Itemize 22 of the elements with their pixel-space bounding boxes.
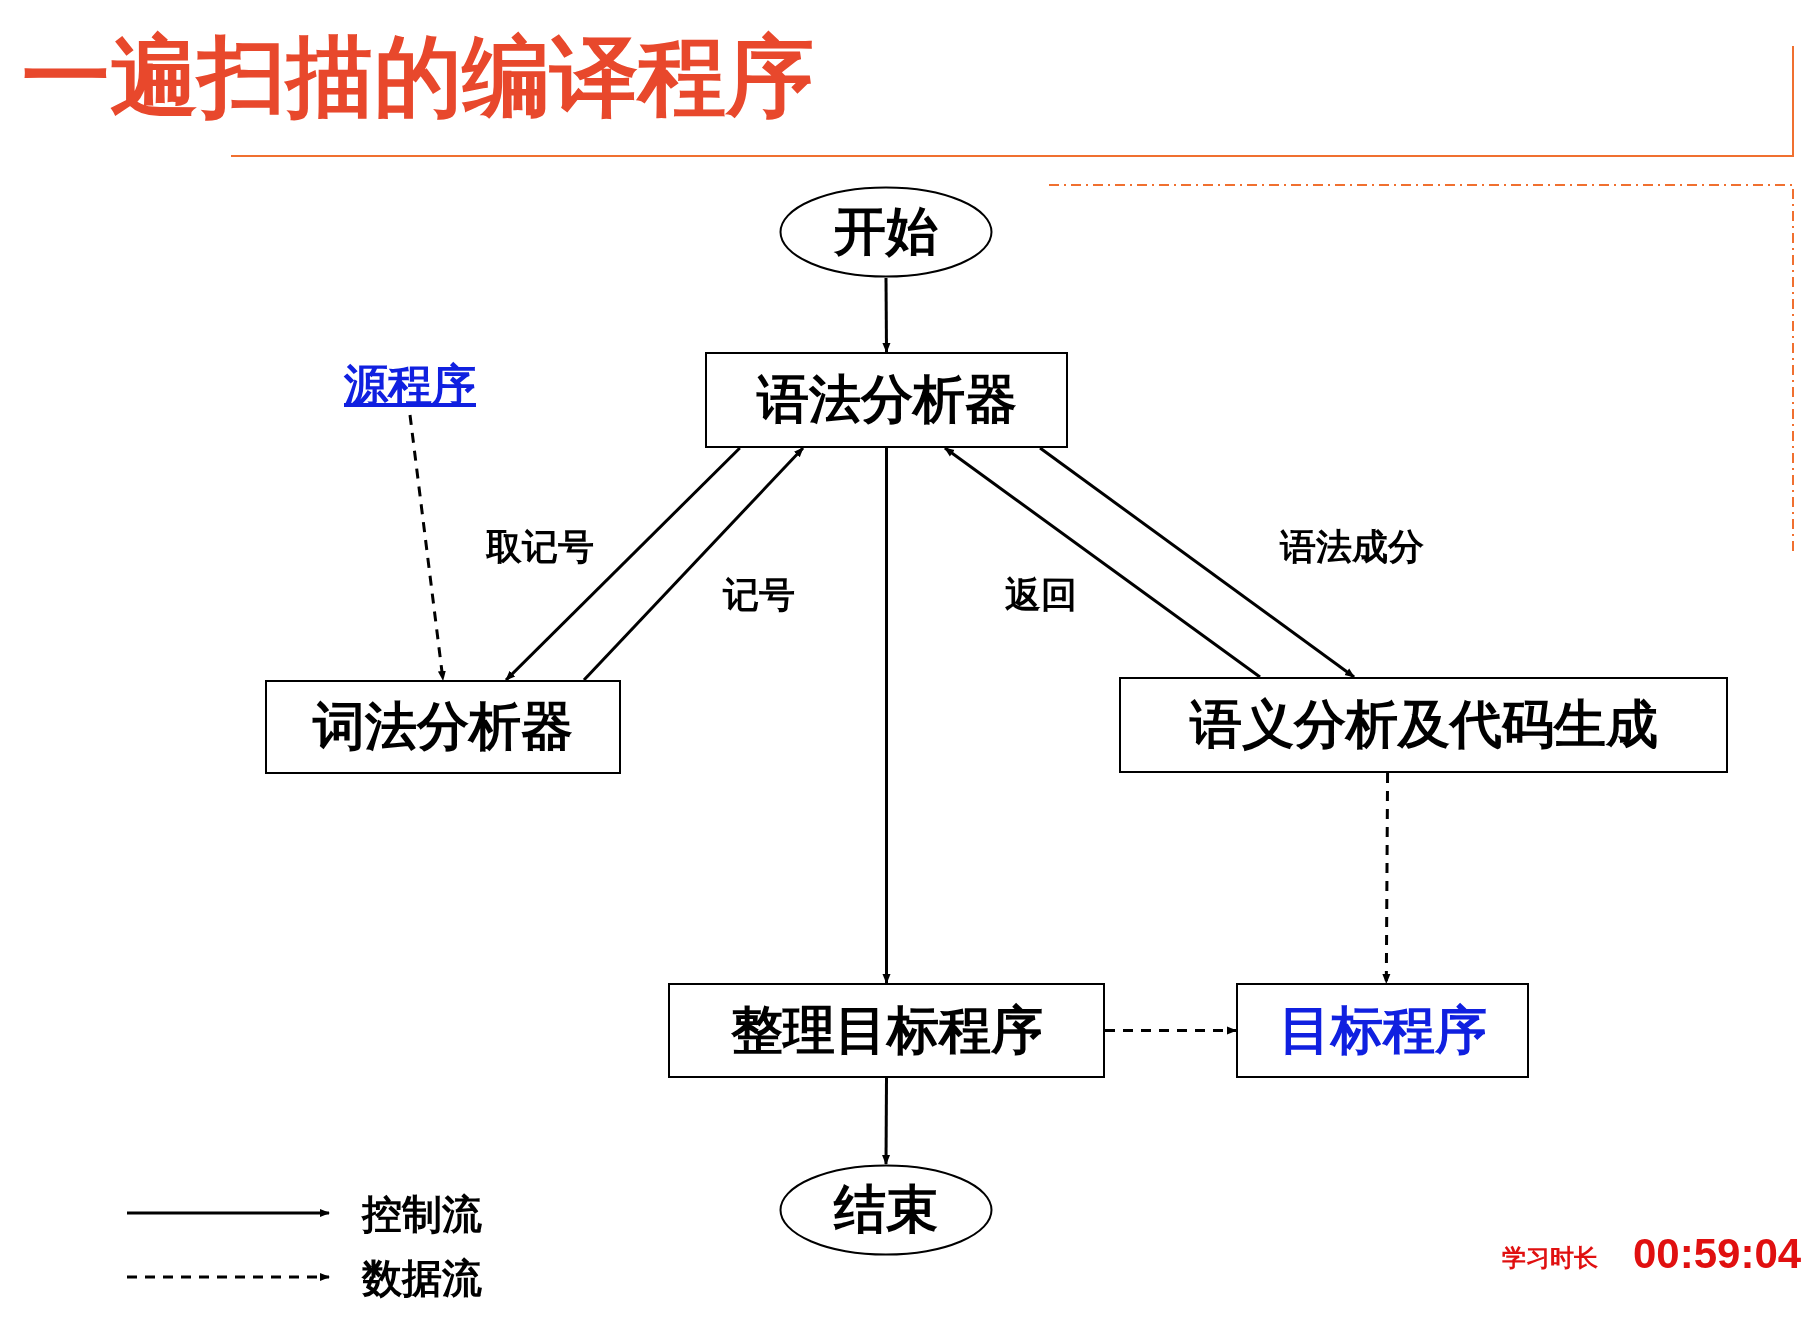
arrow (944, 446, 1261, 679)
arrow (1039, 446, 1355, 679)
process-box: 整理目标程序 (668, 983, 1105, 1078)
terminal-ellipse: 开始 (779, 186, 993, 278)
process-box: 语法分析器 (705, 352, 1068, 448)
arrow (882, 1078, 891, 1165)
arrow (1105, 1026, 1237, 1035)
timer-value: 00:59:04 (1633, 1230, 1802, 1278)
arrow (1382, 773, 1391, 984)
arrow (504, 446, 741, 682)
terminal-ellipse: 结束 (779, 1164, 993, 1256)
arrow (882, 448, 891, 984)
process-box: 目标程序 (1236, 983, 1529, 1078)
process-box: 词法分析器 (265, 680, 621, 774)
process-box: 语义分析及代码生成 (1119, 677, 1728, 773)
timer-label: 学习时长 (1502, 1242, 1598, 1274)
legend-text: 数据流 (362, 1253, 482, 1303)
arrow (582, 446, 805, 682)
title: 一遍扫描的编译程序 (22, 24, 814, 130)
legend-text: 控制流 (362, 1189, 482, 1239)
arrow (408, 414, 446, 681)
arrow (882, 278, 891, 353)
